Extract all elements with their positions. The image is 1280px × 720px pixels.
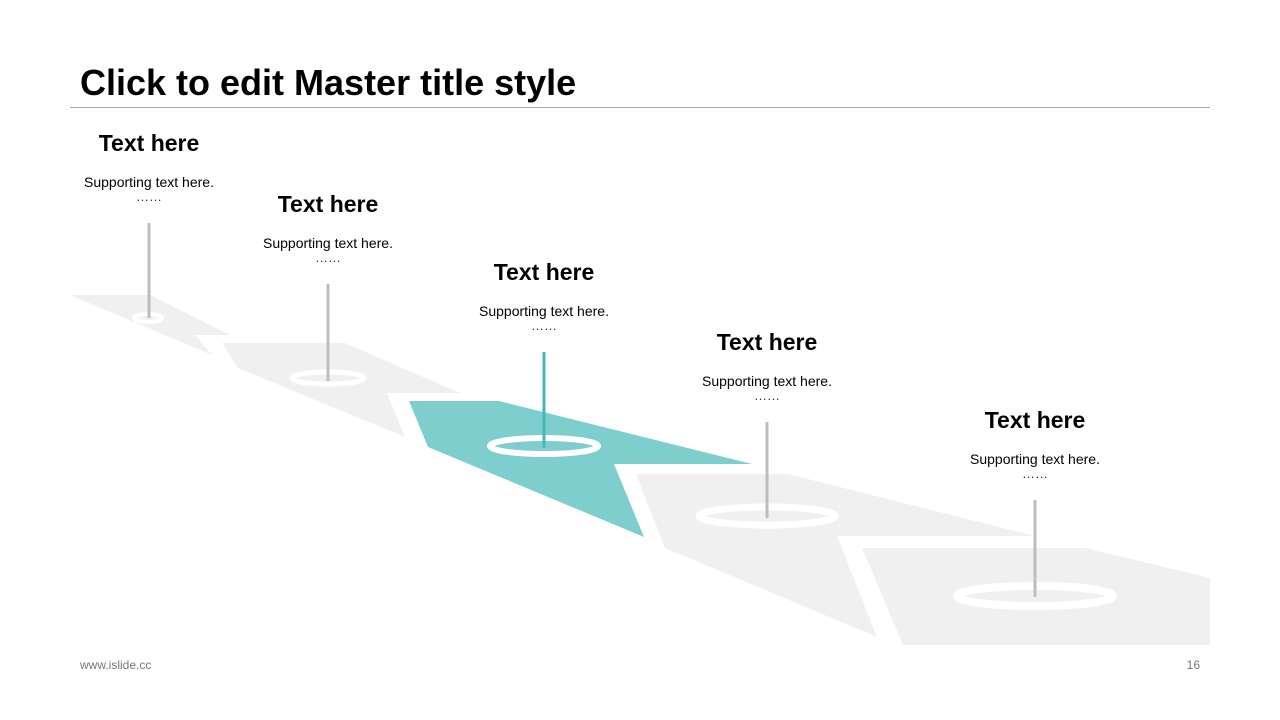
step-supporting-text: Supporting text here. [970,451,1100,467]
step-heading: Text here [277,191,379,217]
footer-url[interactable]: www.islide.cc [80,658,152,672]
step-1: Text here Supporting text here. …… [29,129,269,203]
track-segment-1 [70,295,230,355]
title-divider [70,107,1210,108]
step-supporting-text: Supporting text here. [702,373,832,389]
step-3: Text here Supporting text here. …… [424,258,664,332]
step-4: Text here Supporting text here. …… [647,328,887,402]
slide-title: Click to edit Master title style [80,62,577,103]
step-supporting-text: Supporting text here. [263,235,393,251]
step-5: Text here Supporting text here. …… [915,406,1155,480]
track-segment-4 [636,474,1035,637]
step-heading: Text here [98,130,200,156]
step-ellipsis: …… [1022,466,1048,481]
step-ellipsis: …… [754,388,780,403]
track-segment-3 [409,401,752,537]
page-number: 16 [1186,658,1200,672]
step-ellipsis: …… [136,189,162,204]
step-2: Text here Supporting text here. …… [208,190,448,264]
step-heading: Text here [716,329,818,355]
step-ellipsis: …… [531,318,557,333]
step-supporting-text: Supporting text here. [84,174,214,190]
track-segment-2 [222,343,460,437]
step-supporting-text: Supporting text here. [479,303,609,319]
step-heading: Text here [493,259,595,285]
step-heading: Text here [984,407,1086,433]
step-ellipsis: …… [315,250,341,265]
